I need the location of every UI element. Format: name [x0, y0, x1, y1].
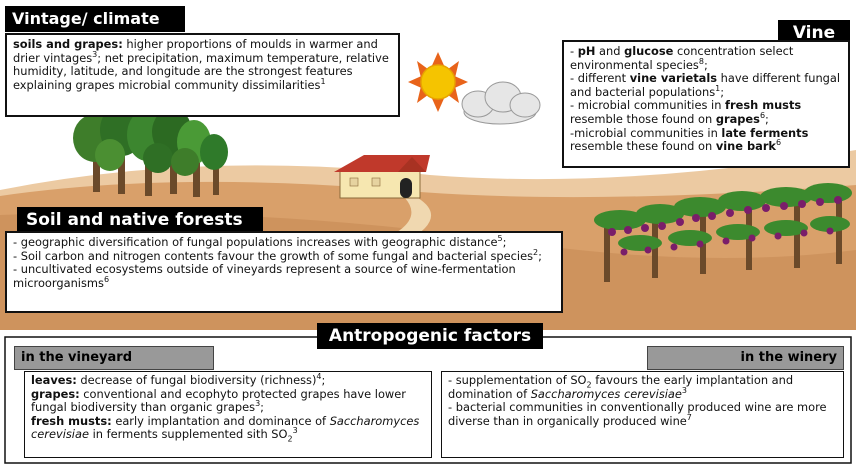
winery-item-2: - bacterial communities in conventionall…	[448, 400, 827, 428]
soil-forests-box: - geographic diversification of fungal p…	[5, 231, 563, 313]
vintage-ref-2: 1	[320, 76, 326, 86]
vine-item-2: - different vine varietals have differen…	[570, 71, 841, 99]
soil-item-3: - uncultivated ecosystems outside of vin…	[13, 262, 516, 290]
vintage-ref-1: 3	[92, 49, 98, 59]
vintage-climate-box: soils and grapes: higher proportions of …	[5, 33, 400, 117]
vine-item-4: -microbial communities in late ferments …	[570, 125, 809, 154]
soil-item-1: - geographic diversification of fungal p…	[13, 234, 507, 249]
winery-item-1: - supplementation of SO2 favours the ear…	[448, 373, 794, 401]
vintage-climate-header: Vintage/ climate	[5, 6, 185, 32]
forest-trees	[73, 104, 228, 197]
soil-item-2: - Soil carbon and nitrogen contents favo…	[13, 247, 542, 263]
sun-icon	[408, 52, 468, 112]
vineyard-subheader: in the vineyard	[14, 346, 214, 370]
vintage-text-1: higher proportions of moulds in warmer a…	[13, 37, 378, 65]
house	[334, 155, 430, 199]
antropogenic-header: Antropogenic factors	[317, 323, 543, 349]
winery-box: - supplementation of SO2 favours the ear…	[441, 371, 844, 458]
cloud-icon	[461, 81, 541, 125]
vine-item-3: - microbial communities in fresh musts r…	[570, 98, 802, 126]
vineyard-item-2: grapes: conventional and ecophyto protec…	[31, 386, 406, 415]
winery-subheader: in the winery	[647, 346, 844, 370]
vintage-lead: soils and grapes:	[13, 37, 123, 51]
vine-box: - pH and glucose concentration select en…	[562, 40, 850, 168]
vineyard-rows	[594, 183, 852, 282]
vine-item-1: - pH and glucose concentration select en…	[570, 44, 794, 72]
soil-forests-header: Soil and native forests	[17, 207, 263, 233]
vineyard-item-1: leaves: decrease of fungal biodiversity …	[31, 372, 326, 387]
vintage-text-2: ; net precipitation, maximum temperature…	[13, 50, 389, 92]
vineyard-box: leaves: decrease of fungal biodiversity …	[24, 371, 432, 458]
vineyard-item-3: fresh musts: early implantation and domi…	[31, 413, 420, 444]
